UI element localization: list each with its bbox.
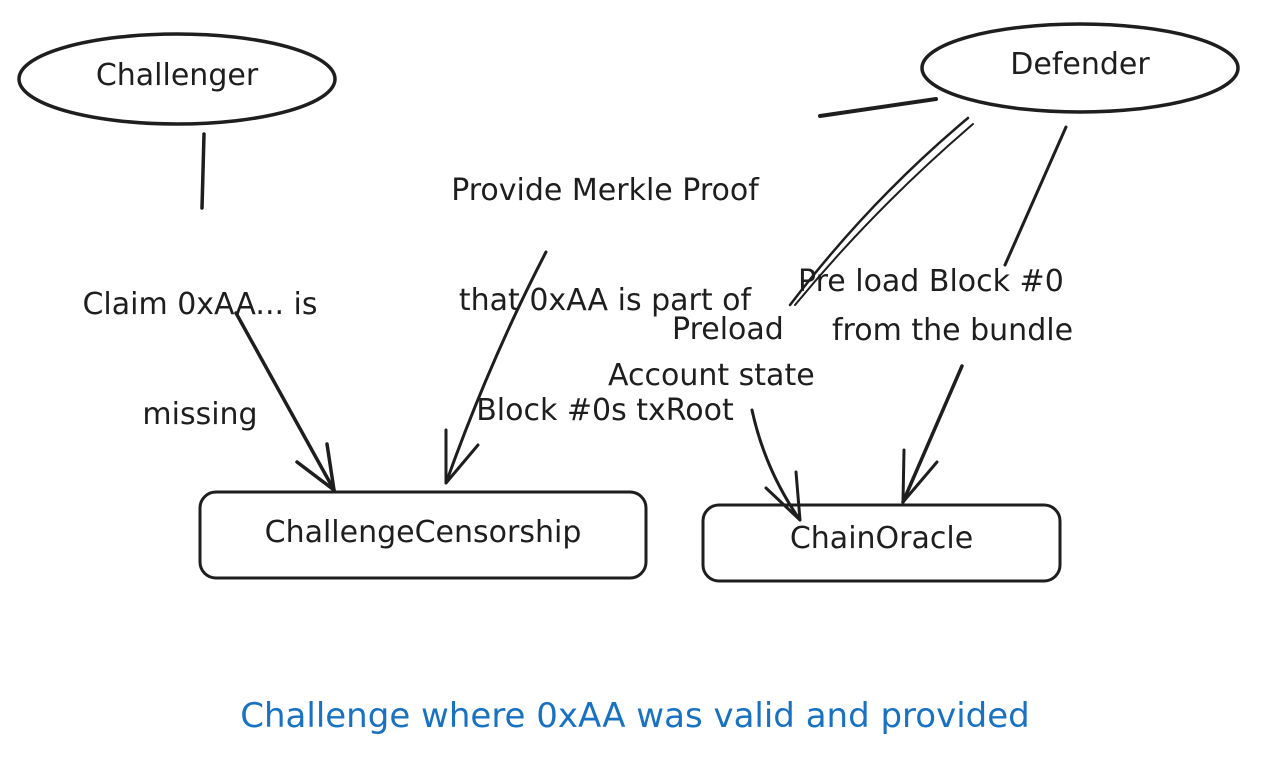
edge-label-line: missing bbox=[142, 396, 258, 432]
arrowhead-claim bbox=[295, 442, 336, 492]
edge-label-claim: Claim 0xAA... is missing bbox=[30, 214, 370, 470]
edge-label-block-line2: from the bundle bbox=[832, 313, 1074, 348]
arrowhead-merkle bbox=[444, 428, 480, 485]
edge-defender-preload-segment bbox=[788, 116, 970, 307]
challenge-censorship-label: ChallengeCensorship bbox=[264, 515, 582, 550]
defender-node[interactable] bbox=[920, 22, 1240, 114]
edge-label-block-line1: Pre load Block #0 bbox=[798, 264, 1064, 299]
edge-defender-preload-segment-2 bbox=[794, 123, 974, 306]
edge-preload-arrow bbox=[750, 408, 802, 522]
challenger-node[interactable] bbox=[17, 32, 337, 126]
challenger-label: Challenger bbox=[95, 58, 259, 93]
edge-label-line: Provide Merkle Proof bbox=[451, 173, 759, 209]
edge-defender-block-segment bbox=[1003, 125, 1068, 267]
edge-label-line: that 0xAA is part of bbox=[458, 282, 752, 318]
edge-claim-arrow bbox=[234, 311, 336, 492]
edge-merkle-arrow bbox=[444, 250, 548, 485]
edge-label-line: Claim 0xAA... is bbox=[82, 287, 318, 323]
chain-oracle-node[interactable] bbox=[701, 503, 1062, 583]
arrowhead-preload bbox=[764, 470, 802, 522]
arrowhead-block bbox=[901, 448, 939, 504]
challenge-censorship-node[interactable] bbox=[198, 490, 648, 580]
edge-challenger-segment bbox=[200, 132, 206, 210]
edge-label-merkle-proof: Provide Merkle Proof that 0xAA is part o… bbox=[380, 100, 830, 466]
defender-label: Defender bbox=[1010, 47, 1150, 82]
edge-label-preload-line2: Account state bbox=[608, 358, 815, 393]
diagram-caption: Challenge where 0xAA was valid and provi… bbox=[240, 696, 1030, 736]
edge-block-arrow bbox=[901, 364, 964, 504]
chain-oracle-label: ChainOracle bbox=[789, 521, 974, 556]
edge-label-line: Block #0s txRoot bbox=[476, 392, 734, 428]
edge-label-preload-line1: Preload bbox=[672, 312, 784, 347]
edge-defender-merkle-segment bbox=[818, 97, 938, 118]
